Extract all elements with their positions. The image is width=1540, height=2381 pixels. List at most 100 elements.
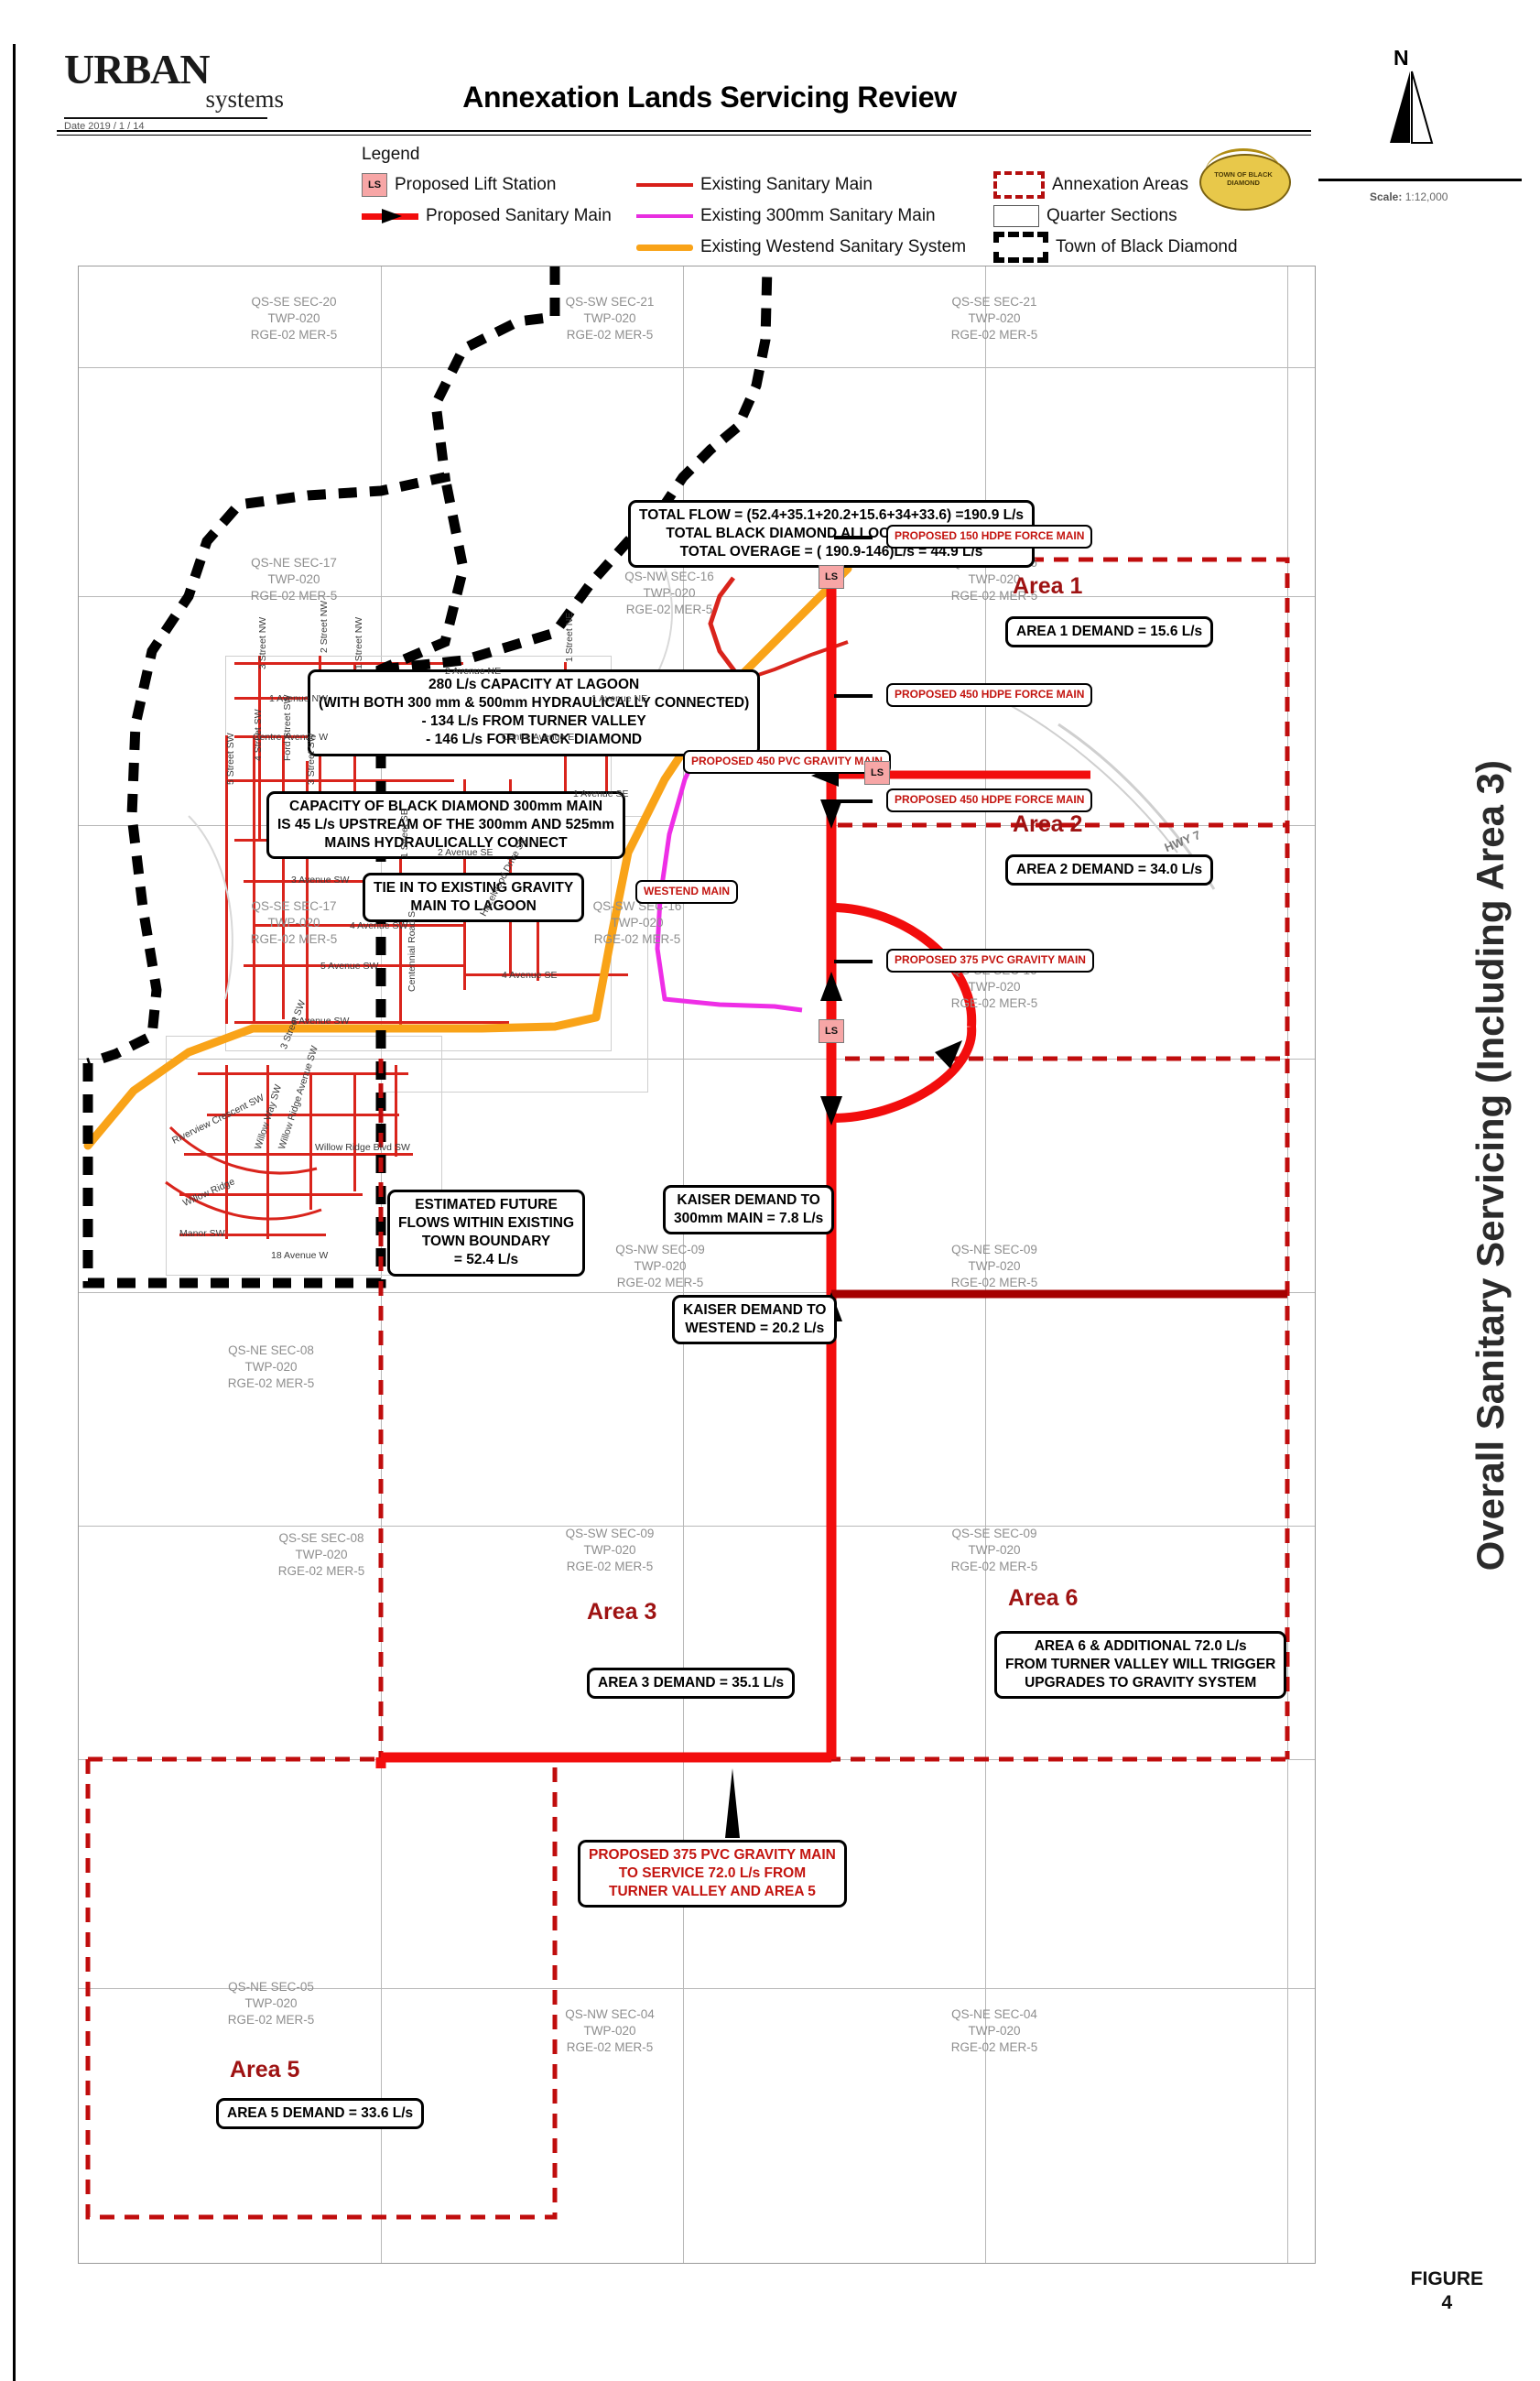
street-label: 2 Avenue SE: [438, 847, 493, 858]
callout-kaiser-westend: KAISER DEMAND TO WESTEND = 20.2 L/s: [672, 1295, 838, 1345]
callout-area2-demand: AREA 2 DEMAND = 34.0 L/s: [1005, 854, 1214, 886]
legend-item-lift-station: LS Proposed Lift Station: [362, 172, 636, 198]
legend-label: Existing 300mm Sanitary Main: [700, 206, 936, 225]
grid-line: [985, 266, 986, 2263]
legend-item-quarter-sections: Quarter Sections: [993, 203, 1268, 229]
logo-secondary-text: systems: [205, 85, 284, 114]
callout-area1-demand: AREA 1 DEMAND = 15.6 L/s: [1005, 616, 1214, 648]
legend-item-existing-westend-system: Existing Westend Sanitary System: [636, 234, 993, 260]
callout-proposed-450-pvc: PROPOSED 450 PVC GRAVITY MAIN: [683, 750, 891, 774]
lift-station-icon: LS: [362, 173, 387, 197]
callout-proposed-150-hdpe: PROPOSED 150 HDPE FORCE MAIN: [886, 525, 1093, 549]
street-label: Centennial Road S: [407, 910, 418, 992]
street-label: 5 Street SW: [225, 733, 236, 785]
callout-bottom-main-note: PROPOSED 375 PVC GRAVITY MAIN TO SERVICE…: [578, 1840, 847, 1908]
orange-line-icon: [636, 244, 693, 251]
legend-item-town-boundary: Town of Black Diamond: [993, 232, 1268, 263]
existing-sanitary-main: [234, 662, 463, 665]
existing-sanitary-main: [266, 1065, 269, 1239]
legend-label: Quarter Sections: [1047, 206, 1177, 225]
existing-sanitary-main: [309, 1072, 312, 1210]
figure-number: 4: [1441, 2291, 1453, 2313]
street-label: 3 Street NW: [257, 616, 268, 669]
lift-station-marker[interactable]: LS: [819, 565, 844, 589]
north-label: N: [1394, 46, 1409, 70]
scale-label: Scale: 1:12,000: [1370, 190, 1448, 203]
street-label: Centre Avenue W: [253, 732, 329, 743]
existing-sanitary-main: [234, 1021, 509, 1024]
date-label: Date 2019 / 1 / 14: [64, 121, 145, 133]
urban-systems-logo: URBAN systems Date 2019 / 1 / 14: [64, 48, 293, 133]
title-divider: [57, 130, 1311, 132]
title-divider-secondary: [57, 135, 1311, 136]
existing-sanitary-main: [253, 735, 255, 1024]
frame-rule-vertical: [13, 44, 16, 2381]
lift-station-marker[interactable]: LS: [819, 1019, 844, 1043]
callout-proposed-450-hdpe-a: PROPOSED 450 HDPE FORCE MAIN: [886, 683, 1093, 707]
highway-label: HWY 7: [1162, 827, 1203, 855]
page-title: Annexation Lands Servicing Review: [462, 81, 957, 114]
callout-area6-note: AREA 6 & ADDITIONAL 72.0 L/s FROM TURNER…: [994, 1631, 1287, 1700]
north-arrow-icon: [1390, 71, 1434, 144]
street-label: 4 Street SW: [253, 709, 264, 761]
grid-line: [683, 266, 684, 2263]
callout-lagoon-capacity: 280 L/s CAPACITY AT LAGOON (WITH BOTH 30…: [308, 669, 761, 756]
lift-station-marker[interactable]: LS: [864, 761, 890, 785]
area-title-5: Area 5: [230, 2057, 300, 2082]
legend-item-annexation-areas: Annexation Areas: [993, 171, 1268, 199]
existing-sanitary-main: [184, 1153, 413, 1156]
area-title-1: Area 1: [1013, 573, 1083, 599]
callout-area3-demand: AREA 3 DEMAND = 35.1 L/s: [587, 1668, 796, 1700]
town-seal-icon: TOWN OF BLACK DIAMOND: [1199, 147, 1291, 214]
existing-sanitary-main: [282, 735, 285, 1019]
grid-line: [79, 367, 1315, 368]
lift-station-label: LS: [824, 1026, 839, 1037]
callout-westend-main: WESTEND MAIN: [635, 880, 738, 904]
street-label: Centre Avenue E: [502, 732, 575, 743]
street-label: 6 Avenue SW: [291, 1016, 350, 1027]
callout-estimated-future-flows: ESTIMATED FUTURE FLOWS WITHIN EXISTING T…: [387, 1190, 586, 1277]
grid-line: [79, 1292, 1315, 1293]
grid-line: [79, 1988, 1315, 1989]
legend-label: Existing Westend Sanitary System: [700, 237, 967, 256]
town-boundary-icon: [993, 232, 1048, 263]
lift-station-label: LS: [824, 571, 839, 582]
street-label: 1 Avenue NE: [591, 693, 648, 704]
legend-label: Town of Black Diamond: [1056, 237, 1238, 256]
magenta-line-icon: [636, 214, 693, 218]
north-rule-horizontal: [1318, 179, 1522, 181]
legend-item-proposed-sanitary-main: Proposed Sanitary Main: [362, 203, 636, 229]
callout-tie-in: TIE IN TO EXISTING GRAVITY MAIN TO LAGOO…: [363, 873, 585, 923]
area-title-2: Area 2: [1013, 811, 1083, 837]
legend-label: Proposed Lift Station: [395, 175, 557, 194]
figure-label: FIGURE: [1410, 2267, 1483, 2289]
callout-proposed-375-pvc: PROPOSED 375 PVC GRAVITY MAIN: [886, 949, 1094, 973]
legend-label: Annexation Areas: [1052, 175, 1188, 194]
grid-line: [1287, 266, 1288, 2263]
quarter-section-icon: [993, 205, 1039, 227]
street-label: 1 Avenue NW: [269, 693, 329, 704]
existing-sanitary-main: [225, 1065, 228, 1239]
street-label: 4 Avenue SW: [350, 920, 408, 931]
figure-block: FIGURE 4: [1411, 2267, 1483, 2316]
red-line-icon: [636, 183, 693, 187]
callout-bd-main-capacity: CAPACITY OF BLACK DIAMOND 300mm MAIN IS …: [266, 791, 626, 860]
existing-sanitary-main: [353, 1072, 356, 1191]
area-title-6: Area 6: [1008, 1585, 1079, 1611]
legend-title: Legend: [362, 145, 420, 164]
street-label: 1 Street NW: [353, 616, 364, 669]
street-label: 2 Street NW: [319, 600, 330, 653]
street-label: 1 Street NE: [564, 612, 575, 662]
